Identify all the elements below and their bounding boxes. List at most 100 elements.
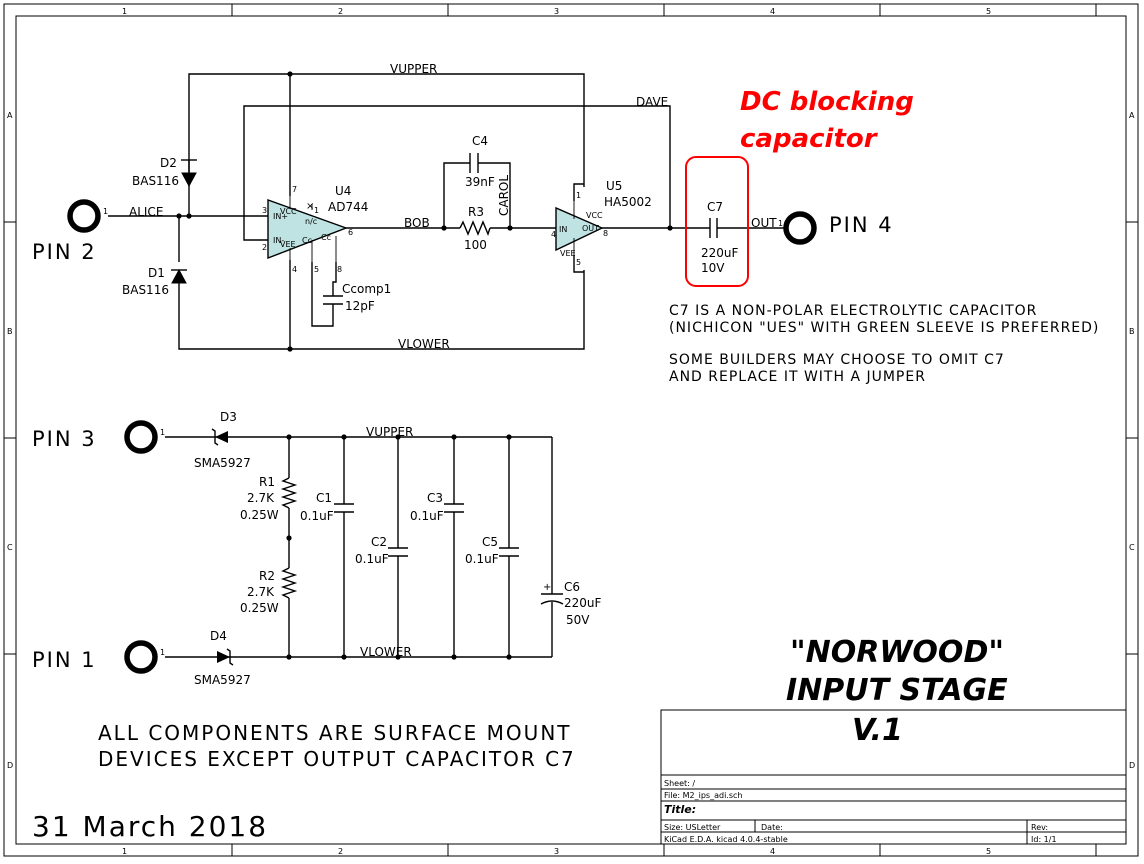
c4-value: 39nF — [465, 175, 495, 189]
capacitor-c6[interactable]: + C6 220uF 50V — [540, 580, 602, 627]
c7-note-line-4: AND REPLACE IT WITH A JUMPER — [669, 369, 926, 385]
r3-value: 100 — [464, 238, 487, 252]
drawing-frame: 1 2 3 4 5 1 2 3 4 5 A B C D A B C D — [3, 3, 1139, 857]
c6-voltage: 50V — [566, 613, 590, 627]
u5-pin-4: 4 — [551, 230, 556, 239]
capacitor-c1[interactable]: C1 0.1uF — [300, 491, 354, 523]
capacitor-c5[interactable]: C5 0.1uF — [465, 535, 519, 566]
u4-pin-5: 5 — [314, 265, 319, 274]
u5-ref: U5 — [606, 179, 622, 193]
net-label-vlower-bottom: VLOWER — [360, 645, 412, 659]
c7-note-line-1: C7 IS A NON-POLAR ELECTROLYTIC CAPACITOR — [669, 303, 1037, 319]
title-block-date-label: Date: — [761, 823, 783, 832]
u4-pin-cc2: Cc — [321, 233, 331, 242]
net-label-out: OUT — [751, 216, 777, 230]
c5-value: 0.1uF — [465, 552, 499, 566]
pin-4-number: 1 — [778, 219, 783, 228]
c1-value: 0.1uF — [300, 509, 334, 523]
r2-value: 2.7K — [247, 585, 275, 599]
project-title: "NORWOOD" INPUT STAGE V.1 — [786, 635, 1008, 748]
c7-highlight-box — [685, 156, 749, 287]
d1-ref: D1 — [148, 266, 165, 280]
resistor-r3[interactable]: R3 100 — [459, 205, 491, 252]
u4-ref: U4 — [335, 184, 351, 198]
c7-notes: C7 IS A NON-POLAR ELECTROLYTIC CAPACITOR… — [669, 303, 1098, 385]
title-block-title-label: Title: — [664, 803, 696, 816]
frame-row-a-left: A — [7, 111, 13, 120]
drawing-date: 31 March 2018 — [32, 810, 268, 843]
capacitor-c4[interactable]: C4 39nF — [465, 134, 495, 189]
pin-2-label: PIN 2 — [32, 240, 97, 264]
r1-power: 0.25W — [240, 508, 279, 522]
annotation-line-1: DC blocking — [740, 87, 914, 117]
opamp-u4[interactable]: IN+ IN- VCC VEE n/c Cc Cc 7 3 2 4 6 5 8 … — [262, 184, 368, 274]
frame-col-1-bottom: 1 — [122, 847, 127, 856]
frame-col-2-bottom: 2 — [338, 847, 343, 856]
d3-ref: D3 — [220, 410, 237, 424]
smd-notes: ALL COMPONENTS ARE SURFACE MOUNT DEVICES… — [98, 721, 574, 771]
diode-d2[interactable]: D2 BAS116 — [132, 156, 197, 188]
title-block-rev-label: Rev: — [1031, 823, 1048, 832]
u4-pin-6: 6 — [348, 228, 353, 237]
capacitor-ccomp1[interactable]: Ccomp1 12pF — [323, 282, 391, 313]
u4-pin-7: 7 — [292, 185, 297, 194]
frame-col-4-bottom: 4 — [770, 847, 775, 856]
net-label-alice: ALICE — [129, 205, 163, 219]
pin-2-number: 1 — [103, 207, 108, 216]
r1-value: 2.7K — [247, 491, 275, 505]
frame-col-3-bottom: 3 — [554, 847, 559, 856]
c6-value: 220uF — [564, 596, 602, 610]
frame-col-3-top: 3 — [554, 7, 559, 16]
c4-ref: C4 — [472, 134, 488, 148]
pin-2-connector[interactable]: 1 PIN 2 — [32, 199, 108, 264]
c1-ref: C1 — [316, 491, 332, 505]
u4-pin-cc1: Cc — [302, 236, 312, 245]
r3-ref: R3 — [468, 205, 484, 219]
zener-d4[interactable]: D4 SMA5927 — [194, 629, 251, 687]
pin-3-connector[interactable]: 1 PIN 3 — [32, 420, 165, 454]
pin-3-label: PIN 3 — [32, 427, 97, 451]
u4-pin-in-plus: IN+ — [273, 212, 288, 221]
capacitor-c7[interactable]: C7 220uF 10V — [701, 200, 739, 275]
frame-col-4-top: 4 — [770, 7, 775, 16]
resistor-r1[interactable]: R1 2.7K 0.25W — [240, 475, 298, 522]
dc-blocking-annotation: DC blocking capacitor — [740, 87, 914, 154]
u4-pin-4: 4 — [292, 265, 297, 274]
title-block-id: Id: 1/1 — [1031, 835, 1057, 844]
pin-4-label: PIN 4 — [829, 213, 894, 237]
c6-ref: C6 — [564, 580, 580, 594]
u4-pin-8: 8 — [337, 265, 342, 274]
u4-pin-1: 1 — [314, 206, 319, 215]
frame-col-5-bottom: 5 — [986, 847, 991, 856]
u5-pin-1: 1 — [576, 191, 581, 200]
capacitor-c3[interactable]: C3 0.1uF — [410, 491, 464, 523]
r1-ref: R1 — [259, 475, 275, 489]
u4-pin-nc: n/c — [305, 217, 317, 226]
frame-col-1-top: 1 — [122, 7, 127, 16]
ccomp1-value: 12pF — [345, 299, 375, 313]
zener-d3[interactable]: D3 SMA5927 — [194, 410, 251, 470]
frame-row-b-left: B — [7, 327, 13, 336]
d4-ref: D4 — [210, 629, 227, 643]
buffer-u5[interactable]: IN OUT VCC VEE 4 8 1 5 U5 HA5002 — [551, 179, 652, 267]
pin-4-connector[interactable]: 1 PIN 4 — [778, 211, 894, 245]
frame-col-5-top: 5 — [986, 7, 991, 16]
capacitor-c2[interactable]: C2 0.1uF — [355, 535, 408, 566]
c2-value: 0.1uF — [355, 552, 389, 566]
d4-value: SMA5927 — [194, 673, 251, 687]
u5-pin-5: 5 — [576, 258, 581, 267]
title-block-sheet: Sheet: / — [664, 779, 695, 788]
net-label-vlower-top: VLOWER — [398, 337, 450, 351]
pin-1-label: PIN 1 — [32, 648, 97, 672]
pin-1-connector[interactable]: 1 PIN 1 — [32, 640, 165, 674]
frame-col-2-top: 2 — [338, 7, 343, 16]
c3-ref: C3 — [427, 491, 443, 505]
net-label-vupper-bottom: VUPPER — [366, 425, 413, 439]
title-line-2: INPUT STAGE — [786, 673, 1008, 708]
resistor-r2[interactable]: R2 2.7K 0.25W — [240, 567, 298, 615]
u4-pin-3: 3 — [262, 206, 267, 215]
title-block-size: Size: USLetter — [664, 823, 721, 832]
diode-d1[interactable]: D1 BAS116 — [122, 266, 187, 297]
net-label-bob: BOB — [404, 216, 430, 230]
d2-ref: D2 — [160, 156, 177, 170]
